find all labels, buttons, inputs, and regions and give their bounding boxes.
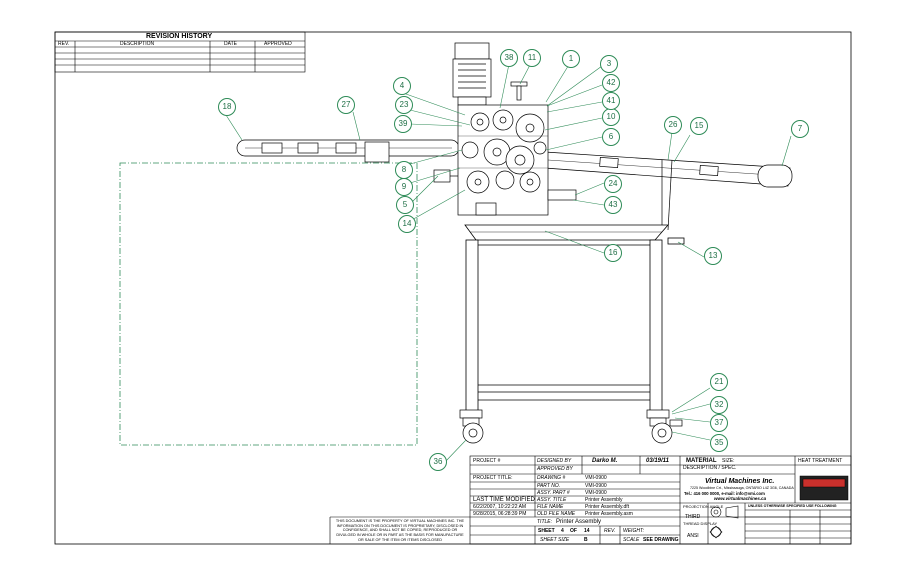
- part-no-value: VMI-0900: [585, 483, 607, 489]
- old-file-value: Printer Assembly.asm: [585, 511, 633, 517]
- scale-label: SCALE: [623, 537, 640, 543]
- balloon-8: 8: [395, 161, 413, 179]
- balloon-39: 39: [394, 115, 412, 133]
- balloon-15: 15: [690, 117, 708, 135]
- drawing-no-label: DRAWING #: [537, 475, 566, 481]
- description-column-header: DESCRIPTION: [120, 41, 155, 47]
- balloon-41: 41: [602, 92, 620, 110]
- balloon-23: 23: [395, 96, 413, 114]
- balloon-27: 27: [337, 96, 355, 114]
- thread-display-label: THREAD DISPLAY: [683, 521, 718, 526]
- balloon-43: 43: [604, 196, 622, 214]
- company-web: www.virtualmachines.ca: [714, 496, 767, 501]
- balloon-37: 37: [710, 414, 728, 432]
- sheet-size-value: B: [584, 537, 588, 543]
- approved-by-label: APPROVED BY: [537, 466, 573, 472]
- projection-value: THIRD: [685, 514, 701, 520]
- balloon-18: 18: [218, 98, 236, 116]
- balloon-38: 38: [500, 49, 518, 67]
- designed-by-value: Darko M.: [592, 458, 618, 464]
- size-label: SIZE:: [722, 458, 735, 464]
- envelope-outline: [119, 162, 418, 446]
- project-title-label: PROJECT TITLE:: [473, 475, 513, 481]
- design-date: 03/19/11: [646, 458, 669, 464]
- balloon-14: 14: [398, 215, 416, 233]
- balloon-16: 16: [604, 244, 622, 262]
- company-phone: Tel.: 416 000 0000, e-mail: info@vmi.com: [684, 491, 765, 496]
- drawing-no-value: VMI-0900: [585, 475, 607, 481]
- balloon-1: 1: [562, 50, 580, 68]
- right-conveyor: [544, 151, 793, 231]
- sheet-of-label: OF: [570, 528, 577, 534]
- projection-symbol: [709, 505, 739, 539]
- sheet-number: 4: [561, 528, 564, 534]
- casters: [459, 409, 683, 444]
- sheet-size-label: SHEET SIZE: [540, 537, 570, 543]
- file-name-value: Printer Assembly.dft: [585, 504, 630, 510]
- proprietary-note: THIS DOCUMENT IS THE PROPERTY OF VIRTUAL…: [335, 519, 465, 542]
- balloon-13: 13: [704, 247, 722, 265]
- scale-value: SEE DRAWING: [643, 537, 679, 543]
- tolerance-note: UNLESS OTHERWISE SPECIFIED USE FOLLOWING: [748, 504, 837, 508]
- revision-table-grid: [54, 31, 306, 73]
- balloon-7: 7: [791, 120, 809, 138]
- balloon-10: 10: [602, 108, 620, 126]
- created-date: 6/22/2007, 10:22:22 AM: [473, 504, 527, 510]
- assy-part-value: VMI-0900: [585, 490, 607, 496]
- sheet-label: SHEET: [538, 528, 555, 534]
- sheet-border: [54, 31, 852, 545]
- assy-title-label: ASSY. TITLE: [537, 497, 567, 503]
- balloon-24: 24: [604, 175, 622, 193]
- balloon-42: 42: [602, 74, 620, 92]
- approved-column-header: APPROVED: [264, 41, 292, 47]
- modified-date: 9/28/2015, 06:28:39 PM: [473, 511, 527, 517]
- heat-treatment-label: HEAT TREATMENT: [798, 458, 843, 464]
- thread-display-value: ANSI: [687, 533, 699, 539]
- balloon-26: 26: [664, 116, 682, 134]
- rev-column-header: REV.: [58, 41, 70, 47]
- balloon-3: 3: [600, 55, 618, 73]
- file-name-label: FILE NAME: [537, 504, 564, 510]
- balloon-35: 35: [710, 434, 728, 452]
- balloon-11: 11: [523, 49, 541, 67]
- date-column-header: DATE: [224, 41, 237, 47]
- title-block-grid: [329, 455, 852, 545]
- assy-title-value: Printer Assembly: [585, 497, 623, 503]
- rev-label: REV.: [604, 528, 616, 534]
- projection-label: PROJECTION ANGLE: [683, 504, 724, 509]
- gear-housing: [457, 104, 577, 216]
- balloon-4: 4: [393, 77, 411, 95]
- old-file-label: OLD FILE NAME: [537, 511, 576, 517]
- title-value: Printer Assembly: [556, 519, 602, 525]
- weight-label: WEIGHT:: [623, 528, 645, 534]
- left-conveyor: [236, 139, 460, 163]
- title-label: TITLE:: [537, 519, 553, 525]
- material-label: MATERIAL: [686, 458, 717, 464]
- company-address: 7225 Woodbine Crt., Mississauga, ONTARIO…: [690, 486, 794, 490]
- project-label: PROJECT #: [473, 458, 501, 464]
- designed-by-label: DESIGNED BY: [537, 458, 572, 464]
- assy-part-label: ASSY. PART #: [537, 490, 570, 496]
- balloon-36: 36: [429, 453, 447, 471]
- machine-frame: [464, 224, 685, 416]
- description-spec-label: DESCRIPTION / SPEC.: [683, 465, 737, 471]
- leader-lines: [225, 62, 792, 463]
- balloon-32: 32: [710, 396, 728, 414]
- company-logo: [799, 475, 849, 501]
- balloon-21: 21: [710, 373, 728, 391]
- sheet-total: 14: [584, 528, 590, 534]
- part-no-label: PART NO.: [537, 483, 561, 489]
- balloon-5: 5: [396, 196, 414, 214]
- company-name: Virtual Machines Inc.: [705, 478, 775, 485]
- balloon-9: 9: [395, 178, 413, 196]
- last-modified-label: LAST TIME MODIFIED: [473, 497, 535, 503]
- motor: [452, 42, 528, 106]
- balloon-6: 6: [602, 128, 620, 146]
- revision-history-title: REVISION HISTORY: [146, 33, 213, 40]
